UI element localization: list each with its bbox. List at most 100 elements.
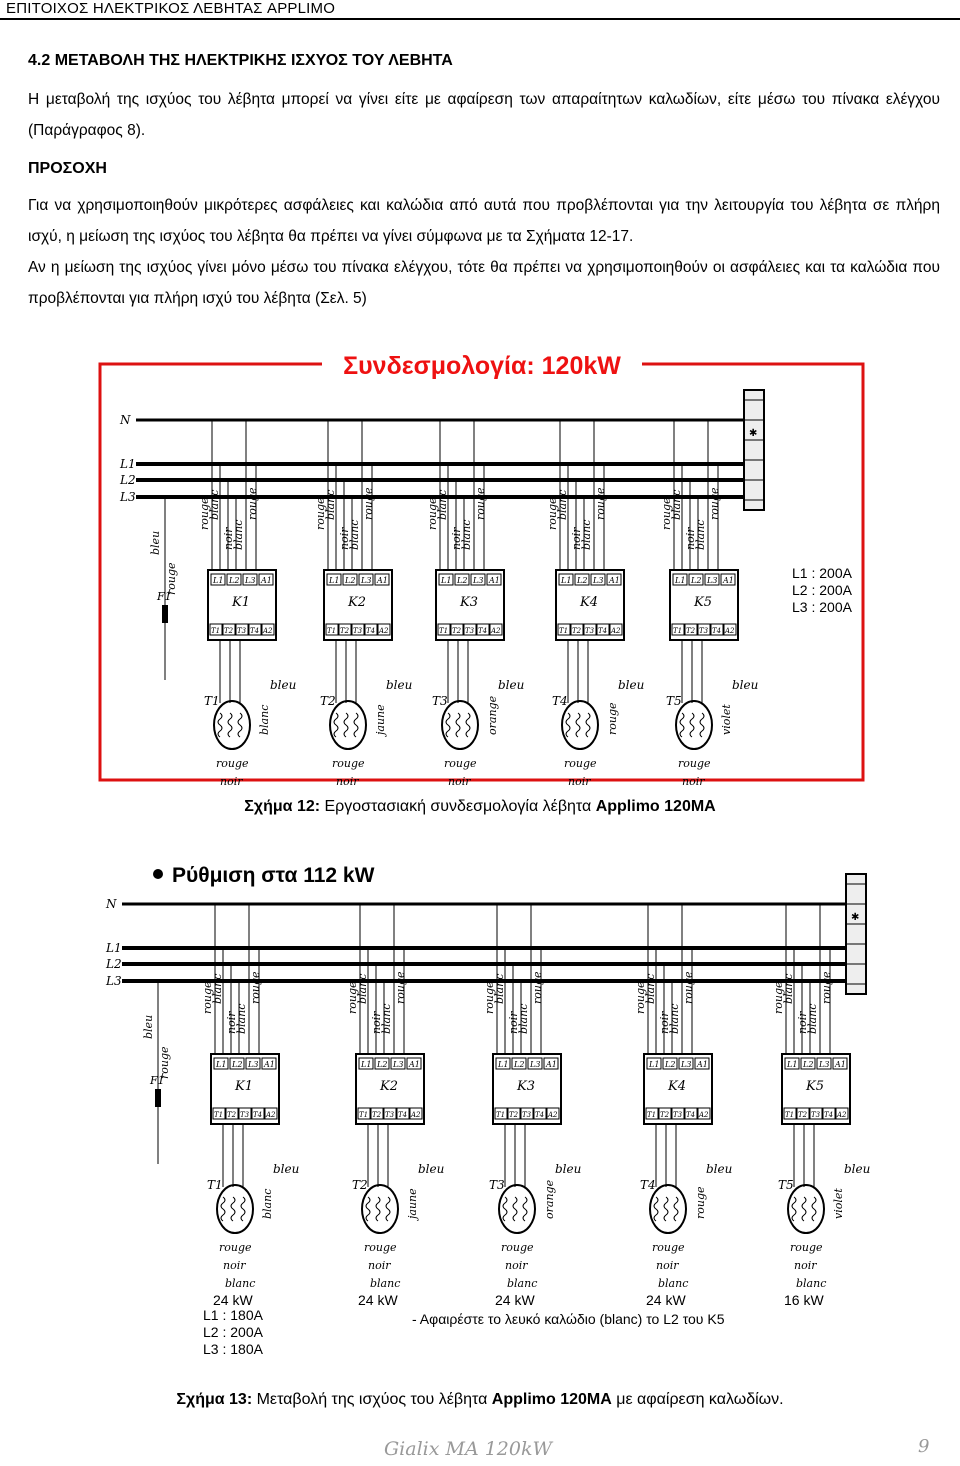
figure-13-caption-model: Applimo 120MA	[491, 1391, 612, 1408]
fuse-label: F1	[149, 1074, 165, 1087]
heater-label: T5	[666, 694, 682, 708]
terminal-cell	[245, 1057, 261, 1070]
wire-label-noir: noir	[794, 1259, 817, 1272]
terminal-label-T1: T1	[785, 1111, 794, 1119]
terminal-cell	[590, 573, 606, 586]
resistor-coil	[375, 1196, 381, 1222]
resistor-coil	[455, 712, 461, 738]
heater-element-icon	[675, 700, 713, 750]
terminal-label-L3: L3	[818, 1060, 829, 1069]
wire-label-rouge: rouge	[772, 981, 785, 1014]
wire-label-blanc: blanc	[356, 974, 369, 1004]
figure-12-caption-label: Σχήμα 12:	[244, 798, 321, 815]
wire-label-blanc: blanc	[258, 705, 271, 735]
terminal-label-T2: T2	[372, 1111, 382, 1119]
wire-label-rouge: rouge	[158, 1046, 171, 1079]
contactor-label: K4	[579, 595, 598, 610]
terminal-cell	[325, 623, 339, 636]
terminal-cell	[546, 1107, 560, 1120]
contactor-box	[435, 569, 505, 641]
page-number: 9	[918, 1436, 930, 1457]
wire-label-rouge: rouge	[426, 497, 439, 530]
terminal-cell	[476, 623, 490, 636]
wire-label-rouge: rouge	[219, 1241, 252, 1254]
module-power: 24 kW	[646, 1292, 686, 1308]
terminal-label-T2: T2	[224, 627, 234, 635]
bus-label-L1: L1	[119, 457, 136, 471]
terminal-cell	[377, 623, 391, 636]
wire-label-rouge: rouge	[346, 981, 359, 1014]
terminal-cell	[374, 1057, 390, 1070]
terminal-label-A2: A2	[262, 627, 273, 635]
terminal-label-T3: T3	[585, 627, 595, 635]
contactor-label: K2	[379, 1079, 398, 1094]
wire-label-bleu: bleu	[270, 678, 296, 692]
wire-label-rouge: rouge	[314, 497, 327, 530]
ground-icon: ✱	[749, 428, 757, 439]
terminal-label-A1: A1	[260, 576, 272, 585]
wire-label-blanc: blanc	[436, 490, 449, 520]
terminal-cell	[470, 573, 486, 586]
terminal-label-L3: L3	[706, 576, 717, 585]
terminal-cell	[390, 1057, 406, 1070]
terminal-cell	[235, 623, 249, 636]
resistor-coil	[445, 712, 451, 738]
wire-label-noir: noir	[370, 1011, 383, 1034]
wire-label-noir: noir	[507, 1011, 520, 1034]
terminal-label-T2: T2	[686, 627, 696, 635]
terminal-label-L1: L1	[360, 1060, 371, 1069]
terminal-cell	[351, 623, 365, 636]
contactor-label: K1	[234, 1079, 253, 1094]
terminal-label-L3: L3	[472, 576, 483, 585]
terminal-label-T1: T1	[559, 627, 568, 635]
module-power: 24 kW	[213, 1292, 253, 1308]
terminal-cell	[258, 573, 274, 586]
wire-label-rouge: rouge	[216, 757, 249, 770]
wire-label-rouge: rouge	[606, 702, 619, 735]
terminal-cell	[463, 623, 477, 636]
heater-element-icon	[787, 1184, 825, 1234]
wire-label-blanc: blanc	[507, 1277, 537, 1290]
terminal-cell	[800, 1057, 816, 1070]
wire-label-bleu: bleu	[418, 1162, 444, 1176]
contactor-box	[323, 569, 393, 641]
terminal-label-L2: L2	[376, 1060, 387, 1069]
wire-label-bleu: bleu	[498, 678, 524, 692]
wire-label-blanc: blanc	[235, 1004, 248, 1034]
wire-label-noir: noir	[568, 775, 591, 788]
figure-12-caption-text: Εργοστασιακή συνδεσμολογία λέβητα	[320, 798, 596, 815]
header-rule	[0, 18, 960, 20]
terminal-label-L2: L2	[802, 1060, 813, 1069]
heater-element-icon	[498, 1184, 536, 1234]
wire-label-noir: noir	[368, 1259, 391, 1272]
terminal-cell	[209, 623, 223, 636]
resistor-coil	[585, 712, 591, 738]
wire-label-rouge: rouge	[634, 981, 647, 1014]
wire-label-blanc: blanc	[460, 520, 473, 550]
wire-label-noir: noir	[222, 527, 235, 550]
figure-12-caption-model: Applimo 120MA	[595, 798, 716, 815]
heater-label: T4	[640, 1178, 656, 1192]
wire-label-blanc: blanc	[658, 1277, 688, 1290]
terminal-label-T1: T1	[673, 627, 682, 635]
terminal-label-L2: L2	[664, 1060, 675, 1069]
terminal-label-L2: L2	[513, 1060, 524, 1069]
terminal-cell	[454, 573, 470, 586]
module-power: 16 kW	[784, 1292, 824, 1308]
terminal-label-A1: A1	[545, 1060, 557, 1069]
title-background	[322, 348, 642, 384]
wire-label-rouge: rouge	[246, 487, 259, 520]
terminal-label-L1: L1	[648, 1060, 659, 1069]
terminal-label-A2: A2	[610, 627, 621, 635]
terminal-cell	[383, 1107, 397, 1120]
resistor-coil	[673, 1196, 679, 1222]
heater-label: T4	[552, 694, 568, 708]
wire-label-blanc: blanc	[324, 490, 337, 520]
terminal-cell	[229, 1057, 245, 1070]
fuse-rating: L2 : 200A	[203, 1324, 264, 1340]
terminal-cell	[723, 623, 737, 636]
terminal-label-T1: T1	[211, 627, 220, 635]
